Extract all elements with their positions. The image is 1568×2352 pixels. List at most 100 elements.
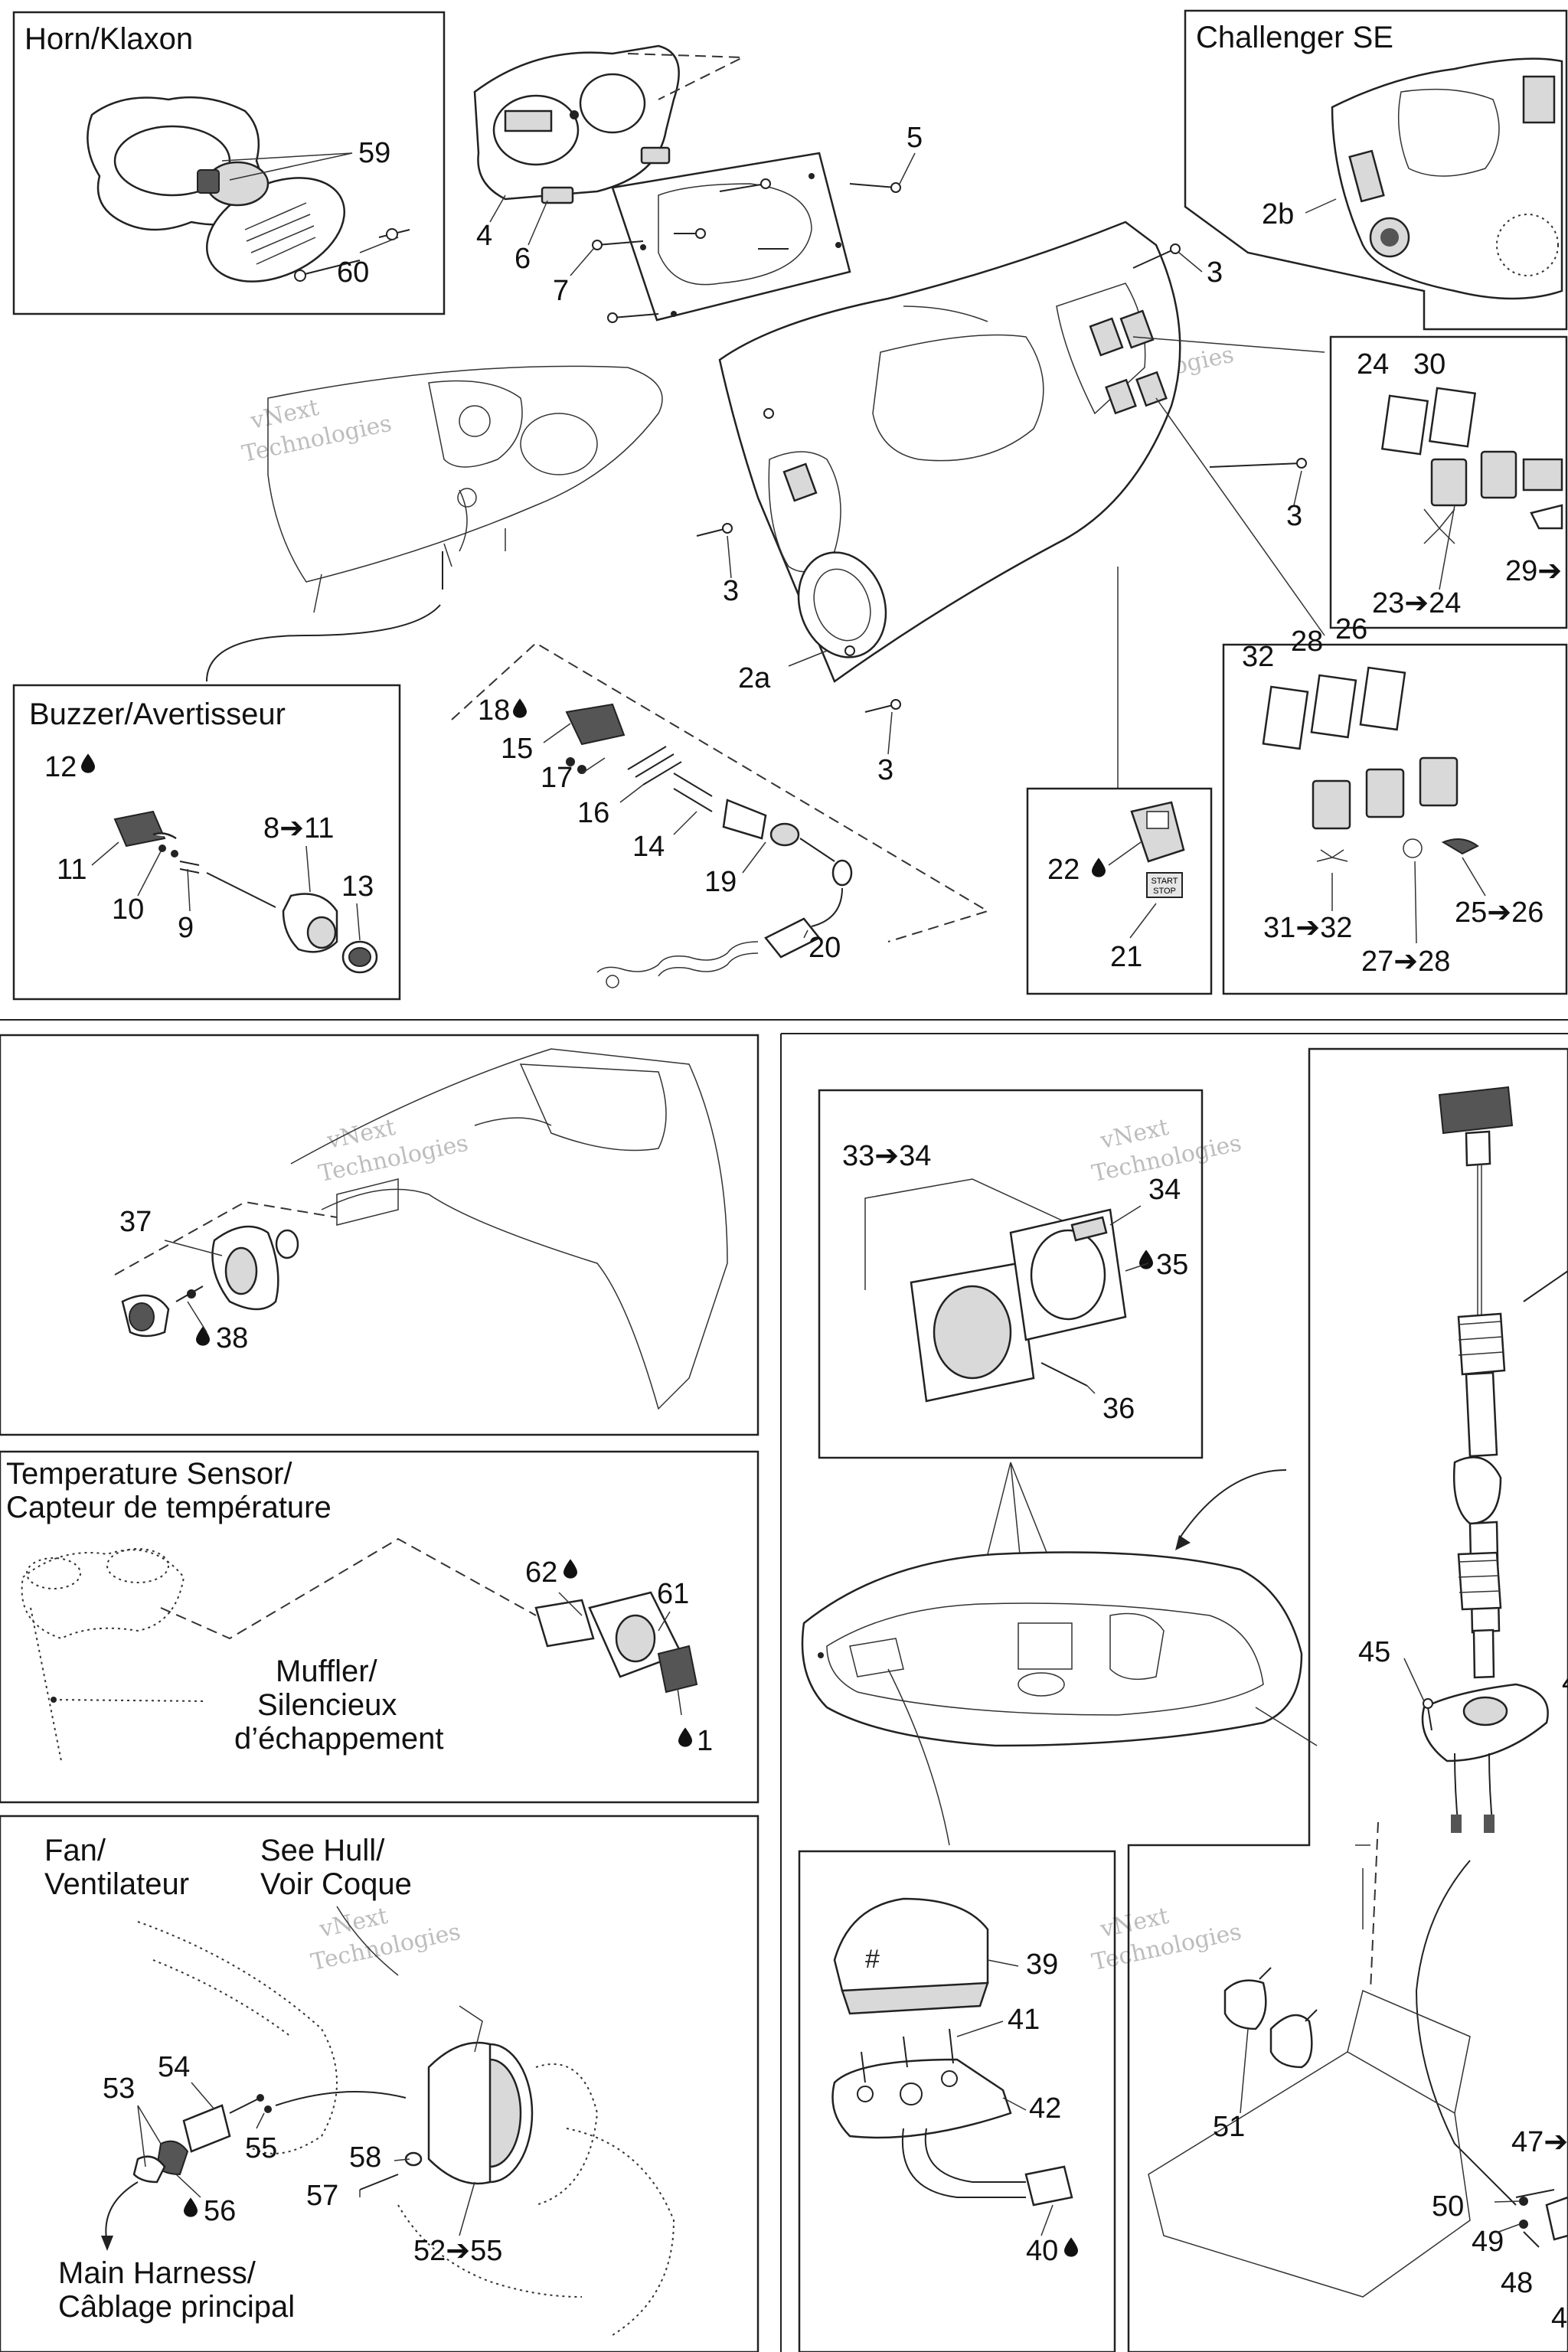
fan-panel: Fan/ Ventilateur See Hull/ Voir Coque 53… bbox=[0, 1815, 760, 2352]
horn-panel-title: Horn/Klaxon bbox=[24, 22, 193, 56]
callout-34: 34 bbox=[1148, 1174, 1181, 1206]
callout-60: 60 bbox=[337, 256, 369, 289]
socket-panel: 37 38 bbox=[0, 1034, 760, 1436]
instrument-cluster bbox=[473, 44, 680, 204]
callout-21: 21 bbox=[1110, 941, 1142, 973]
pointer-line bbox=[206, 604, 441, 682]
buzzer-panel-title: Buzzer/Avertisseur bbox=[29, 697, 286, 731]
temp-title-1: Temperature Sensor/ bbox=[6, 1457, 292, 1491]
callout-20: 20 bbox=[808, 932, 841, 964]
muffler-label-3: d’échappement bbox=[234, 1722, 444, 1756]
light-pole-panel: 45 4 51 47➔ 50 49 48 4 bbox=[1127, 1047, 1568, 2352]
lanyard-harness: 18 15 17 16 14 19 20 bbox=[451, 642, 990, 988]
callout-58: 58 bbox=[349, 2141, 381, 2174]
callout-51: 51 bbox=[1213, 2111, 1245, 2143]
callout-15: 15 bbox=[501, 733, 533, 765]
callout-30: 30 bbox=[1413, 348, 1446, 381]
callout-41: 41 bbox=[1008, 2004, 1040, 2036]
console-2a bbox=[718, 220, 1181, 683]
callout-45: 45 bbox=[1358, 1636, 1390, 1668]
callout-62: 62 bbox=[525, 1557, 557, 1589]
callout-39: 39 bbox=[1026, 1949, 1058, 1981]
callout-10: 10 bbox=[112, 893, 144, 926]
callout-31-32: 31➔32 bbox=[1263, 912, 1352, 944]
callout-48: 48 bbox=[1501, 2267, 1533, 2299]
callout-25-26: 25➔26 bbox=[1455, 897, 1544, 929]
challenger-title: Challenger SE bbox=[1196, 21, 1393, 54]
callout-47: 47➔ bbox=[1511, 2126, 1568, 2158]
challenger-se-panel: Challenger SE 2b bbox=[1184, 9, 1568, 331]
start-text: START bbox=[1151, 877, 1178, 886]
callout-36: 36 bbox=[1102, 1393, 1135, 1425]
callout-16: 16 bbox=[577, 797, 609, 829]
callout-11: 11 bbox=[57, 854, 87, 886]
callout-55: 55 bbox=[245, 2132, 277, 2164]
callout-2a: 2a bbox=[738, 662, 771, 694]
horn-panel: Horn/Klaxon 59 60 bbox=[12, 11, 446, 315]
callout-8-11: 8➔11 bbox=[263, 812, 334, 844]
callout-54: 54 bbox=[158, 2051, 190, 2083]
switch-panel-26-28-32: 32 28 26 31➔32 27➔28 25➔26 bbox=[1222, 613, 1568, 995]
callout-4: 4 bbox=[1551, 2302, 1567, 2334]
callout-23-24: 23➔24 bbox=[1372, 587, 1461, 619]
start-stop-panel: START STOP 22 21 bbox=[1026, 787, 1213, 995]
callout-22: 22 bbox=[1047, 854, 1080, 886]
hash-mark: # bbox=[865, 1945, 880, 1974]
cluster-gasket bbox=[611, 152, 851, 322]
callout-38: 38 bbox=[216, 1322, 248, 1354]
callout-50: 50 bbox=[1432, 2190, 1464, 2223]
callout-53: 53 bbox=[103, 2073, 135, 2105]
callout-57: 57 bbox=[306, 2180, 338, 2212]
start-stop-label bbox=[1146, 872, 1183, 898]
callout-3: 3 bbox=[877, 754, 893, 786]
callout-40: 40 bbox=[1026, 2235, 1058, 2267]
screws bbox=[592, 178, 901, 323]
callout-29: 29➔ bbox=[1505, 555, 1562, 587]
hull-label-1: See Hull/ bbox=[260, 1834, 385, 1867]
callout-26: 26 bbox=[1335, 613, 1367, 645]
stop-text: STOP bbox=[1153, 887, 1176, 896]
callout-37: 37 bbox=[119, 1206, 152, 1238]
callout-9: 9 bbox=[178, 912, 194, 944]
callout-61: 61 bbox=[657, 1578, 689, 1610]
callout-59: 59 bbox=[358, 137, 390, 169]
callout-56: 56 bbox=[204, 2195, 236, 2227]
boat-overview bbox=[801, 1469, 1303, 1747]
temp-title-2: Capteur de température bbox=[6, 1491, 332, 1524]
callout-35: 35 bbox=[1156, 1249, 1188, 1281]
callout-18: 18 bbox=[478, 694, 510, 727]
callout-7: 7 bbox=[553, 275, 569, 307]
callout-49: 49 bbox=[1472, 2226, 1504, 2258]
callout-24: 24 bbox=[1357, 348, 1389, 381]
muffler-label-1: Muffler/ bbox=[276, 1655, 378, 1688]
buzzer-panel: Buzzer/Avertisseur 12 11 10 9 8➔11 13 bbox=[12, 684, 401, 1001]
callout-5: 5 bbox=[906, 122, 923, 154]
callout-52-55: 52➔55 bbox=[413, 2235, 502, 2267]
callout-12: 12 bbox=[44, 751, 77, 783]
boat-dash-sketch bbox=[267, 365, 663, 613]
callout-27-28: 27➔28 bbox=[1361, 946, 1450, 978]
callout-32: 32 bbox=[1242, 641, 1274, 673]
callout-6: 6 bbox=[514, 243, 531, 275]
muffler-label-2: Silencieux bbox=[257, 1688, 397, 1722]
harness-pointer bbox=[105, 2181, 139, 2244]
callout-13: 13 bbox=[341, 871, 374, 903]
callout-4: 4 bbox=[476, 220, 492, 252]
callout-3: 3 bbox=[1207, 256, 1223, 289]
callout-2b: 2b bbox=[1262, 198, 1294, 230]
callout-1: 1 bbox=[697, 1725, 713, 1757]
callout-4: 4 bbox=[1562, 1667, 1568, 1699]
callout-33-34: 33➔34 bbox=[842, 1140, 931, 1172]
harness-label-2: Câblage principal bbox=[58, 2290, 295, 2324]
harness-label-1: Main Harness/ bbox=[58, 2256, 256, 2290]
callout-3: 3 bbox=[1286, 500, 1302, 532]
fan-title-1: Fan/ bbox=[44, 1834, 106, 1867]
callout-19: 19 bbox=[704, 866, 737, 898]
nav-light-panel: # 39 41 42 40 bbox=[798, 1850, 1116, 2352]
lens bbox=[541, 186, 574, 204]
hull-label-2: Voir Coque bbox=[260, 1867, 412, 1901]
callout-42: 42 bbox=[1029, 2092, 1061, 2125]
callout-14: 14 bbox=[632, 831, 665, 863]
cockpit-light-panel: 33➔34 34 35 36 bbox=[818, 1089, 1204, 1459]
